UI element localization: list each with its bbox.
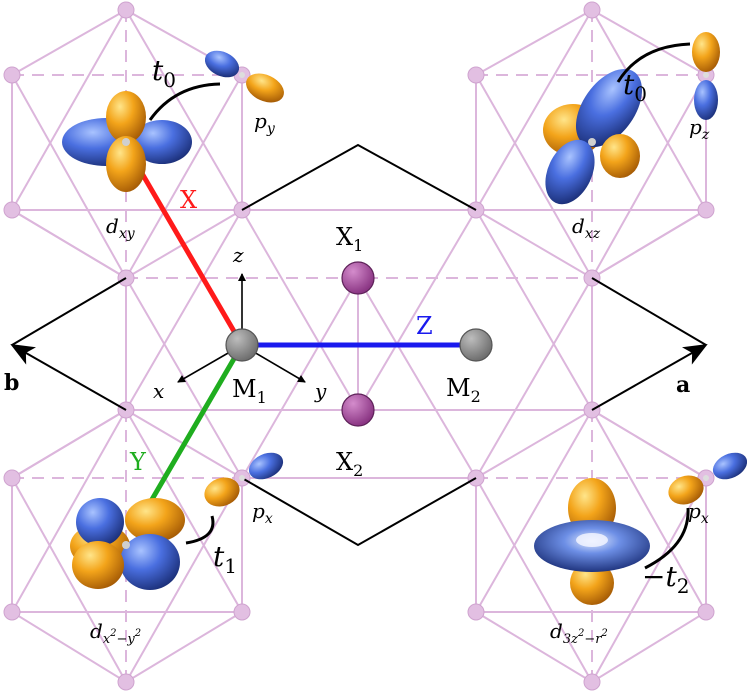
lattice-vector-b: b [4,370,19,396]
atom-label-m2: M2 [446,374,481,406]
label-pz: pz [689,115,710,143]
hopping-label-bottom-right: −t2 [642,560,689,598]
lattice-nodes [3,1,715,691]
label-py: py [254,109,276,137]
atom-x2 [341,393,375,427]
hopping-arcs [148,42,691,570]
orbital-pz [692,32,720,120]
orbital-dx2-y2 [70,498,185,590]
axis-label-x: x [153,379,164,403]
atom-m2 [459,328,493,362]
orbital-px-left [204,452,284,507]
bond-label-x: X [180,186,197,214]
hopping-label-top-left: t0 [152,54,176,92]
unit-cell [10,143,708,547]
orbital-dxy [62,91,192,192]
hopping-label-top-right: t0 [623,68,647,106]
bond-label-z: Z [416,312,433,340]
local-axes [177,273,306,383]
atom-label-x1: X1 [336,223,363,255]
atom-label-x2: X2 [336,448,363,480]
orbital-dxz [543,68,643,205]
label-px-left: px [252,499,273,527]
lattice-vector-a: a [676,372,690,398]
atom-m1 [225,328,259,362]
orbital-px-right [668,452,747,505]
atom-label-m1: M1 [232,375,267,407]
hopping-label-bottom-left: t1 [213,540,237,578]
bond-x [137,168,245,347]
label-dx2-y2: dx2−y2 [90,619,141,647]
bond-y [137,343,245,522]
bond-label-y: Y [129,448,147,476]
label-dxz: dxz [572,214,601,242]
label-d3z2-r2: d3z2−r2 [550,619,608,647]
axis-label-y: y [314,379,327,403]
axis-label-z: z [232,243,244,267]
atom-x1 [341,261,375,295]
label-dxy: dxy [106,214,136,242]
orbital-py [204,50,284,103]
label-px-right: px [688,499,709,527]
orbital-d3z2-r2 [534,478,650,605]
